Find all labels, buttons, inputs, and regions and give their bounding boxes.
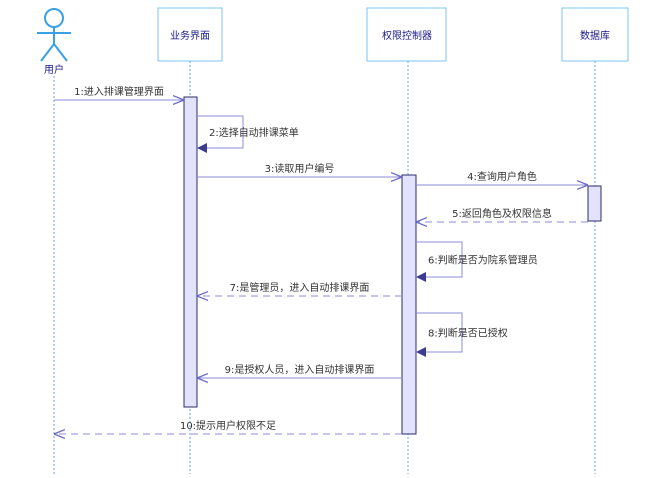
participant-label-ui: 业务界面	[170, 29, 210, 42]
self-message-arrow-8	[416, 312, 463, 357]
self-message-arrow-2	[197, 115, 244, 153]
message-label-5: 5:返回角色及权限信息	[452, 207, 552, 220]
message-6: 6:判断是否为院系管理员	[416, 241, 538, 282]
message-label-1: 1:进入排课管理界面	[74, 85, 164, 98]
message-label-3: 3:读取用户编号	[265, 162, 335, 175]
self-message-arrow-6	[416, 241, 463, 282]
participant-ui: 业务界面	[157, 7, 223, 62]
message-label-8: 8:判断是否已授权	[428, 327, 508, 340]
message-3: 3:读取用户编号	[197, 162, 402, 177]
message-1: 1:进入排课管理界面	[54, 85, 184, 100]
participant-user: 用户	[37, 8, 71, 76]
participant-box-db	[561, 7, 629, 62]
message-label-4: 4:查询用户角色	[467, 170, 537, 183]
participant-auth: 权限控制器	[366, 7, 447, 62]
activation-db	[587, 185, 602, 222]
message-7: 7:是管理员，进入自动排课界面	[197, 281, 402, 296]
participant-label-db: 数据库	[580, 29, 610, 42]
actor-label-user: 用户	[44, 63, 64, 76]
activation-auth	[401, 174, 417, 435]
message-2: 2:选择自动排课菜单	[197, 115, 299, 153]
participant-box-auth	[366, 7, 447, 62]
participant-box-ui	[157, 7, 223, 62]
message-4: 4:查询用户角色	[416, 170, 588, 185]
message-10: 10:提示用户权限不足	[54, 419, 402, 434]
message-label-6: 6:判断是否为院系管理员	[428, 254, 538, 267]
message-label-2: 2:选择自动排课菜单	[209, 126, 299, 139]
participant-db: 数据库	[561, 7, 629, 62]
message-8: 8:判断是否已授权	[416, 312, 508, 357]
activation-ui	[183, 96, 198, 408]
message-label-9: 9:是授权人员，进入自动排课界面	[225, 363, 375, 376]
participant-label-auth: 权限控制器	[382, 29, 432, 42]
message-5: 5:返回角色及权限信息	[416, 207, 588, 222]
message-label-10: 10:提示用户权限不足	[180, 419, 276, 432]
message-label-7: 7:是管理员，进入自动排课界面	[230, 281, 370, 294]
actor-icon	[37, 8, 71, 62]
message-9: 9:是授权人员，进入自动排课界面	[197, 363, 402, 378]
